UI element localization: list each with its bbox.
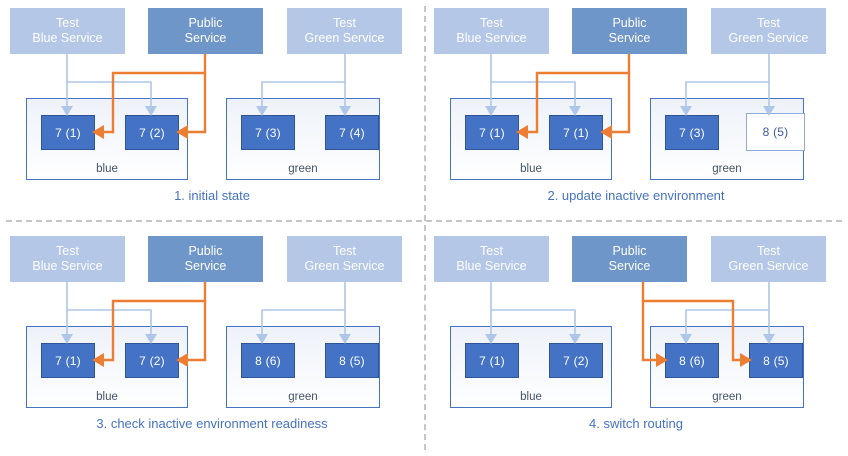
instance-box: 7 (2) xyxy=(125,343,179,378)
test-blue-service-line2: Blue Service xyxy=(32,259,103,273)
public-service-box: Public Service xyxy=(148,236,263,282)
public-service-box: Public Service xyxy=(572,236,687,282)
test-blue-service-line1: Test xyxy=(56,16,79,30)
test-blue-service-line2: Blue Service xyxy=(456,31,527,45)
connector-wires xyxy=(61,54,351,139)
test-blue-service-box: Test Blue Service xyxy=(10,8,125,54)
instance-box-inactive: 8 (5) xyxy=(746,113,805,151)
instance-box: 7 (2) xyxy=(125,115,179,150)
panel-caption: 3. check inactive environment readiness xyxy=(96,416,328,431)
test-green-service-line1: Test xyxy=(333,16,356,30)
test-green-service-box: Test Green Service xyxy=(711,8,826,54)
public-service-line1: Public xyxy=(612,16,647,30)
instance-box: 8 (5) xyxy=(749,343,803,378)
instance-box: 8 (5) xyxy=(325,343,379,378)
instance-box: 8 (6) xyxy=(665,343,719,378)
instance-box: 7 (3) xyxy=(241,115,295,150)
panel-divider-horizontal xyxy=(6,220,842,222)
connector-wires xyxy=(61,282,351,367)
test-green-service-line2: Green Service xyxy=(304,259,385,273)
instance-box: 7 (1) xyxy=(465,115,519,150)
green-environment-label: green xyxy=(288,163,318,175)
test-green-service-box: Test Green Service xyxy=(287,236,402,282)
test-green-service-box: Test Green Service xyxy=(711,236,826,282)
blue-environment-label: blue xyxy=(520,163,542,175)
instance-box: 7 (1) xyxy=(41,115,95,150)
blue-environment-label: blue xyxy=(96,391,118,403)
test-green-service-line1: Test xyxy=(757,244,780,258)
instance-box: 7 (4) xyxy=(325,115,379,150)
blue-environment-label: blue xyxy=(520,391,542,403)
public-service-line2: Service xyxy=(184,259,227,273)
panel-divider-vertical xyxy=(424,6,426,450)
connector-wires xyxy=(485,282,775,367)
panel-caption: 2. update inactive environment xyxy=(547,188,725,203)
green-environment-label: green xyxy=(288,391,318,403)
test-blue-service-box: Test Blue Service xyxy=(434,236,549,282)
green-environment-label: green xyxy=(712,391,742,403)
test-blue-service-box: Test Blue Service xyxy=(10,236,125,282)
test-blue-service-line2: Blue Service xyxy=(456,259,527,273)
public-service-line1: Public xyxy=(188,244,223,258)
public-service-line1: Public xyxy=(612,244,647,258)
blue-environment-label: blue xyxy=(96,163,118,175)
test-green-service-line1: Test xyxy=(757,16,780,30)
test-green-service-line2: Green Service xyxy=(728,259,809,273)
test-blue-service-box: Test Blue Service xyxy=(434,8,549,54)
test-blue-service-line1: Test xyxy=(480,16,503,30)
public-service-box: Public Service xyxy=(148,8,263,54)
panel-update-inactive-environment: Test Blue Service Public Service Test Gr… xyxy=(424,0,848,228)
public-service-line2: Service xyxy=(184,31,227,45)
public-service-line1: Public xyxy=(188,16,223,30)
test-blue-service-line1: Test xyxy=(480,244,503,258)
instance-box: 7 (3) xyxy=(665,115,719,150)
test-green-service-line1: Test xyxy=(333,244,356,258)
instance-box: 8 (6) xyxy=(241,343,295,378)
connector-wires xyxy=(485,54,775,139)
panel-caption: 4. switch routing xyxy=(589,416,683,431)
test-blue-service-line1: Test xyxy=(56,244,79,258)
instance-box: 7 (1) xyxy=(465,343,519,378)
panel-initial-state: Test Blue Service Public Service Test Gr… xyxy=(0,0,424,228)
test-green-service-line2: Green Service xyxy=(728,31,809,45)
panel-check-inactive-readiness: Test Blue Service Public Service Test Gr… xyxy=(0,228,424,456)
test-green-service-line2: Green Service xyxy=(304,31,385,45)
green-environment-label: green xyxy=(712,163,742,175)
test-green-service-box: Test Green Service xyxy=(287,8,402,54)
instance-box: 7 (1) xyxy=(41,343,95,378)
instance-box: 7 (2) xyxy=(549,343,603,378)
public-service-line2: Service xyxy=(608,31,651,45)
public-service-box: Public Service xyxy=(572,8,687,54)
panel-switch-routing: Test Blue Service Public Service Test Gr… xyxy=(424,228,848,456)
test-blue-service-line2: Blue Service xyxy=(32,31,103,45)
instance-box: 7 (1) xyxy=(549,115,603,150)
panel-caption: 1. initial state xyxy=(174,188,250,203)
public-service-line2: Service xyxy=(608,259,651,273)
